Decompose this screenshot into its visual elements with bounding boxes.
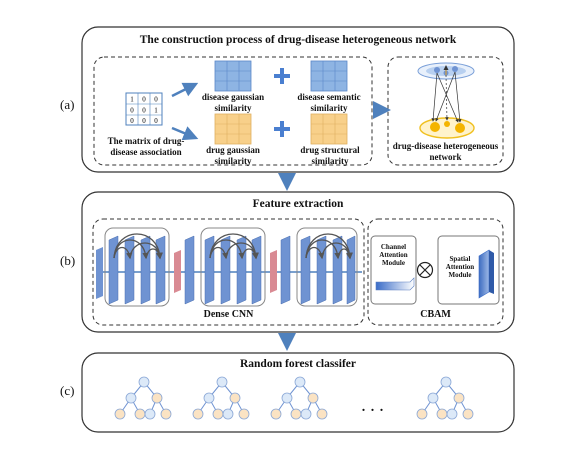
tree-node [436, 408, 448, 420]
decision-tree [270, 376, 328, 420]
spatial-module-label: Spatial Attention Module [445, 255, 475, 279]
panel-a-frame [81, 26, 515, 173]
transition-layer [174, 250, 181, 293]
dense-cnn-dashed-box [92, 218, 365, 326]
channel-attention-frame [370, 235, 417, 305]
matrix-cell: 0 [142, 96, 146, 104]
drug-structural-grid [310, 113, 348, 145]
tree-node [300, 408, 312, 420]
cbam-label: CBAM [420, 309, 451, 320]
panel-a-label: (a) [60, 97, 75, 112]
tree-node [281, 392, 293, 404]
matrix-cell: 0 [154, 96, 158, 104]
tree-node [212, 408, 224, 420]
tree-node [290, 408, 302, 420]
matrix-cell: 0 [130, 117, 134, 125]
decision-tree [114, 376, 172, 420]
tree-node [427, 392, 439, 404]
tree-node [203, 392, 215, 404]
tree-node [270, 408, 282, 420]
association-matrix: 1 0 0 0 0 1 0 0 0 [125, 92, 163, 126]
tree-node [446, 408, 458, 420]
arrow-to-disease [171, 82, 199, 98]
heterogeneous-network-icon [417, 62, 475, 139]
similarity-dashed-box [93, 56, 373, 166]
disease-gaussian-label: disease gaussian similarity [201, 92, 265, 113]
drug-gaussian-grid [214, 113, 252, 145]
panel-c-label: (c) [60, 383, 75, 398]
plus-icon [274, 121, 290, 137]
disease-gaussian-grid [214, 60, 252, 92]
dense-cnn-label: Dense CNN [203, 309, 254, 320]
tree-node [125, 392, 137, 404]
dense-block-1 [104, 227, 170, 307]
panel-b-title: Feature extraction [252, 198, 344, 210]
tree-node [316, 408, 328, 420]
tree-node [462, 408, 474, 420]
panel-b-label: (b) [60, 253, 76, 268]
channel-attention-icon [375, 277, 415, 291]
spatial-attention-icon [478, 249, 490, 299]
panel-b-frame [81, 191, 515, 333]
dense-block-3 [280, 227, 358, 307]
matrix-cell: 0 [130, 107, 134, 115]
tree-node [294, 376, 306, 388]
matrix-cell: 0 [142, 117, 146, 125]
tree-node [151, 392, 163, 404]
panel-a-title: The construction process of drug-disease… [139, 34, 457, 46]
matrix-cell: 1 [154, 107, 158, 115]
tree-node [138, 376, 150, 388]
matrix-cell: 0 [154, 117, 158, 125]
tree-node [416, 408, 428, 420]
tree-node [114, 408, 126, 420]
tree-node [440, 376, 452, 388]
tree-node [307, 392, 319, 404]
tree-node [453, 392, 465, 404]
matrix-cell: 1 [130, 96, 134, 104]
tree-node [160, 408, 172, 420]
input-layer [96, 247, 103, 299]
panel-c-title: Random forest classifer [239, 358, 357, 370]
dense-block-2 [184, 227, 266, 307]
spatial-attention-frame [437, 235, 500, 305]
plus-icon [274, 68, 290, 84]
decision-tree [416, 376, 474, 420]
tree-node [238, 408, 250, 420]
tree-node [216, 376, 228, 388]
arrow-to-drug [171, 126, 199, 141]
channel-module-label: Channel Attention Module [379, 243, 408, 267]
drug-gaussian-label: drug gaussian similarity [206, 145, 260, 166]
matrix-cell: 0 [142, 107, 146, 115]
network-label: drug-disease heterogeneous network [392, 141, 499, 162]
disease-semantic-grid [310, 60, 348, 92]
tree-node [192, 408, 204, 420]
disease-semantic-label: disease semantic similarity [297, 92, 361, 113]
ellipsis-label: . . . [361, 400, 385, 415]
decision-tree [192, 376, 250, 420]
tree-node [229, 392, 241, 404]
drug-structural-label: drug structural similarity [300, 145, 360, 166]
panel-c-frame [81, 352, 515, 433]
transition-layer [270, 250, 277, 293]
cbam-dashed-box [367, 218, 504, 326]
network-dashed-box [387, 56, 504, 166]
tree-node [134, 408, 146, 420]
matrix-label: The matrix of drug-disease association [107, 136, 185, 157]
tree-node [222, 408, 234, 420]
tree-node [144, 408, 156, 420]
